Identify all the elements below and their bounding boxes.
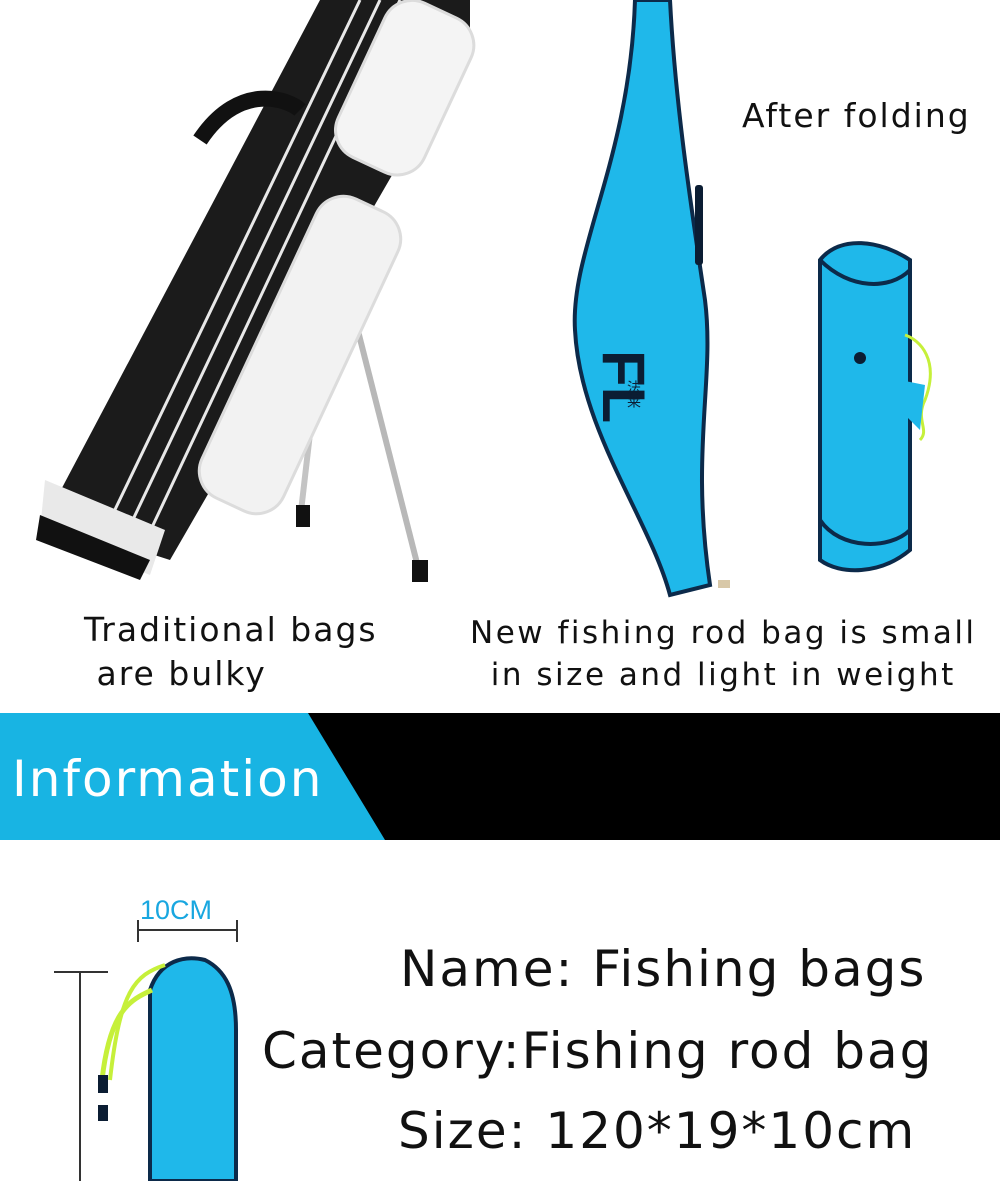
dimension-bag-image (54, 920, 238, 1181)
folded-bag-image (818, 241, 932, 573)
traditional-bag-image (36, 0, 476, 582)
product-name: Name: Fishing bags (400, 940, 927, 998)
new-bag-caption: New fishing rod bag is small in size and… (470, 615, 977, 693)
brand-logo: FL 法莱 (590, 290, 663, 450)
after-folding-caption: After folding (742, 96, 971, 135)
brand-logo-text: FL (590, 350, 657, 424)
information-title: Information (12, 750, 324, 808)
information-banner (0, 713, 1000, 840)
traditional-bag-caption: Traditional bags are bulky (84, 610, 378, 693)
width-dimension-label: 10CM (140, 895, 213, 925)
new-fishing-bag-image (572, 0, 730, 598)
brand-logo-subtext: 法莱 (625, 380, 641, 408)
product-category: Category:Fishing rod bag (262, 1022, 934, 1080)
product-size: Size: 120*19*10cm (398, 1102, 917, 1160)
